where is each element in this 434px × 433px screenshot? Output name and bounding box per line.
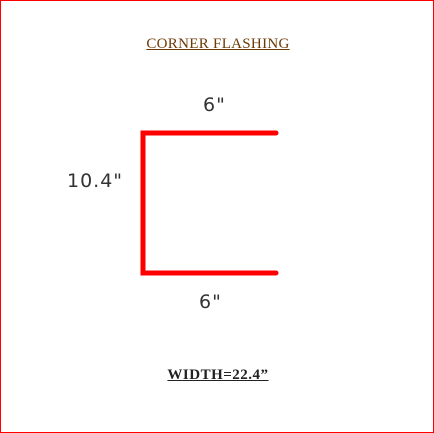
diagram-title: CORNER FLASHING: [146, 36, 290, 52]
flashing-profile-line: [140, 130, 279, 276]
top-leg-dimension: 6": [203, 94, 226, 116]
total-width-label: WIDTH=22.4”: [167, 367, 269, 383]
bottom-leg-dimension: 6": [199, 291, 222, 313]
side-dimension: 10.4": [67, 170, 124, 192]
